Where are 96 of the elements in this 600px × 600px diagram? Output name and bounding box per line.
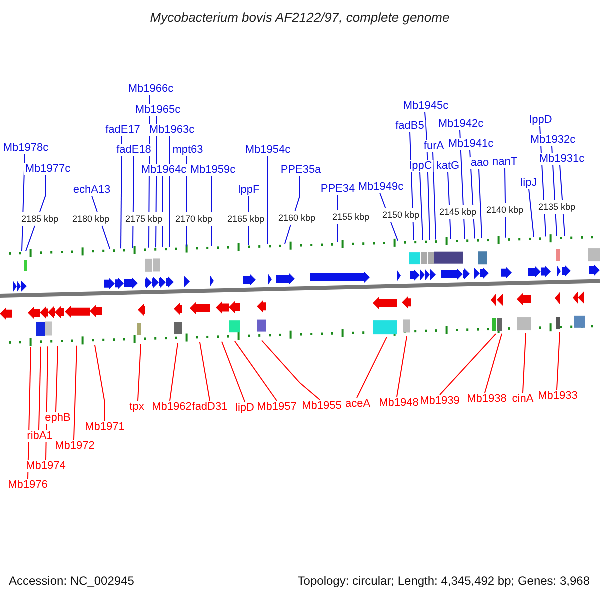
gene-label: Mb1964c <box>140 164 188 176</box>
gene-label: fadE17 <box>104 124 142 136</box>
leader-line <box>284 176 300 245</box>
gene-label: lppC <box>408 160 434 172</box>
gene-label: Mb1977c <box>24 163 72 175</box>
gene-label: Mb1955 <box>301 400 343 412</box>
scale-tick-label: 2135 kbp <box>538 202 576 212</box>
gene-label: Mb1948 <box>378 397 420 409</box>
gene-label: lppF <box>237 184 261 196</box>
scale-tick-label: 2155 kbp <box>332 212 370 222</box>
gene-label: Mb1939 <box>419 395 461 407</box>
map-title: Mycobacterium bovis AF2122/97, complete genome <box>149 10 451 25</box>
gene-label: Mb1941c <box>447 138 495 150</box>
gene-label: Mb1972 <box>54 440 96 452</box>
gene-label: echA13 <box>72 184 112 196</box>
gene-label: mpt63 <box>172 144 204 156</box>
leader-line <box>138 344 142 402</box>
leader-line <box>170 342 178 402</box>
leader-line <box>396 336 408 398</box>
leader-line <box>522 332 526 394</box>
scale-tick-label: 2175 kbp <box>125 214 163 224</box>
gene-label: katG <box>435 160 461 172</box>
leader-line <box>132 156 134 249</box>
gene-label: Mb1938 <box>466 393 508 405</box>
leader-line <box>222 341 246 402</box>
leader-line <box>120 136 122 250</box>
leader-line <box>92 196 110 250</box>
leader-line <box>38 346 42 430</box>
scale-tick-label: 2160 kbp <box>278 213 316 223</box>
gene-label: Mb1959c <box>189 164 237 176</box>
gene-label: PPE34 <box>320 183 356 195</box>
gene-label: Mb1966c <box>127 83 175 95</box>
leader-line <box>484 333 502 394</box>
leader-line <box>432 152 436 240</box>
scale-tick-label: 2150 kbp <box>382 210 420 220</box>
leader-line <box>162 176 164 248</box>
gene-label: fadB5 <box>394 120 426 132</box>
leader-line <box>528 188 534 238</box>
leader-line <box>56 346 58 412</box>
scale-tick-label: 2165 kbp <box>227 214 265 224</box>
leader-line <box>470 150 476 240</box>
gene-label: ribA1 <box>26 430 54 442</box>
leader-line <box>440 334 496 396</box>
leader-line <box>262 340 320 400</box>
leader-line <box>94 344 106 422</box>
gene-label: cinA <box>511 393 535 405</box>
gene-label: Mb1974 <box>25 460 67 472</box>
scale-tick-label: 2180 kbp <box>72 214 110 224</box>
gene-label: Mb1932c <box>529 134 577 146</box>
gene-label: ephB <box>44 412 72 424</box>
gene-label: Mb1965c <box>134 104 182 116</box>
leader-line <box>356 336 388 398</box>
scale-tick-label: 2185 kbp <box>21 214 59 224</box>
leader-line <box>560 164 566 237</box>
gene-label: lipJ <box>520 177 538 189</box>
gene-label: tpx <box>128 401 146 413</box>
gene-label: aao <box>470 157 490 169</box>
gene-label: nanT <box>491 156 519 168</box>
gene-label: Mb1963c <box>148 124 196 136</box>
scale-tick-label: 2170 kbp <box>175 214 213 224</box>
gene-label: Mb1949c <box>357 181 405 193</box>
leader-line <box>26 174 46 252</box>
leader-line <box>556 332 560 390</box>
leader-line <box>504 168 506 238</box>
gene-label: Mb1933 <box>537 390 579 402</box>
gene-label: Mb1931c <box>538 153 586 165</box>
gene-label: fadE18 <box>116 144 152 156</box>
gene-label: Mb1978c <box>2 142 50 154</box>
gene-label: Mb1976 <box>7 479 49 491</box>
leader-line <box>248 196 250 246</box>
leader-line <box>420 172 424 241</box>
gene-label: fadD31 <box>191 401 229 413</box>
leader-line <box>74 345 78 440</box>
gene-label: Mb1971 <box>84 421 126 433</box>
leader-line <box>460 130 466 240</box>
scale-tick-label: 2140 kbp <box>486 205 524 215</box>
leader-line <box>424 112 430 240</box>
gene-label: Mb1954c <box>244 144 292 156</box>
gene-label: Mb1957 <box>256 401 298 413</box>
scale-tick-label: 2145 kbp <box>439 207 477 217</box>
gene-label: Mb1942c <box>437 118 485 130</box>
gene-label: Mb1945c <box>402 100 450 112</box>
leader-line <box>380 192 398 242</box>
gene-label: lppD <box>528 114 554 126</box>
gene-label: furA <box>422 140 446 152</box>
gene-label: Mb1962 <box>151 401 193 413</box>
gene-label: PPE35a <box>280 164 322 176</box>
accession-text: Accession: NC_002945 <box>9 574 134 588</box>
genome-summary-text: Topology: circular; Length: 4,345,492 bp; Genes: 3,968 <box>298 574 590 588</box>
leader-line <box>478 168 482 239</box>
gene-label: lipD <box>234 402 256 414</box>
leader-line <box>234 340 278 402</box>
leader-line <box>200 342 210 402</box>
gene-label: aceA <box>344 398 372 410</box>
leader-line <box>410 132 414 241</box>
leader-line <box>448 172 452 240</box>
